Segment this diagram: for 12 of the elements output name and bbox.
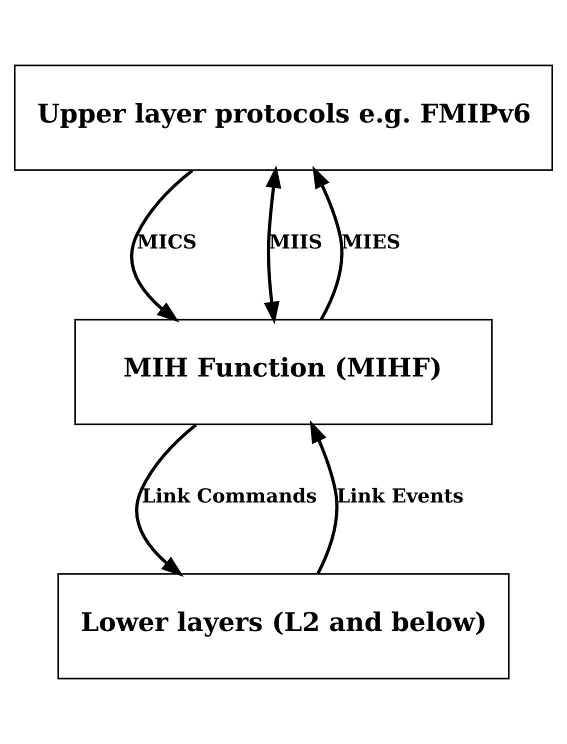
arrow xyxy=(264,165,282,324)
arrow xyxy=(310,420,338,574)
edge-label: Link Commands xyxy=(142,484,317,508)
arrow xyxy=(312,166,344,320)
edge-label: MICS xyxy=(137,230,197,254)
arrow xyxy=(135,423,198,577)
node-box: Upper layer protocols e.g. FMIPv6 xyxy=(14,64,554,171)
node-box: MIH Function (MIHF) xyxy=(74,318,493,426)
arrow xyxy=(130,169,194,322)
node-box: Lower layers (L2 and below) xyxy=(57,573,510,680)
edge-label: Link Events xyxy=(336,484,464,508)
edge-label: MIIS xyxy=(269,230,322,254)
